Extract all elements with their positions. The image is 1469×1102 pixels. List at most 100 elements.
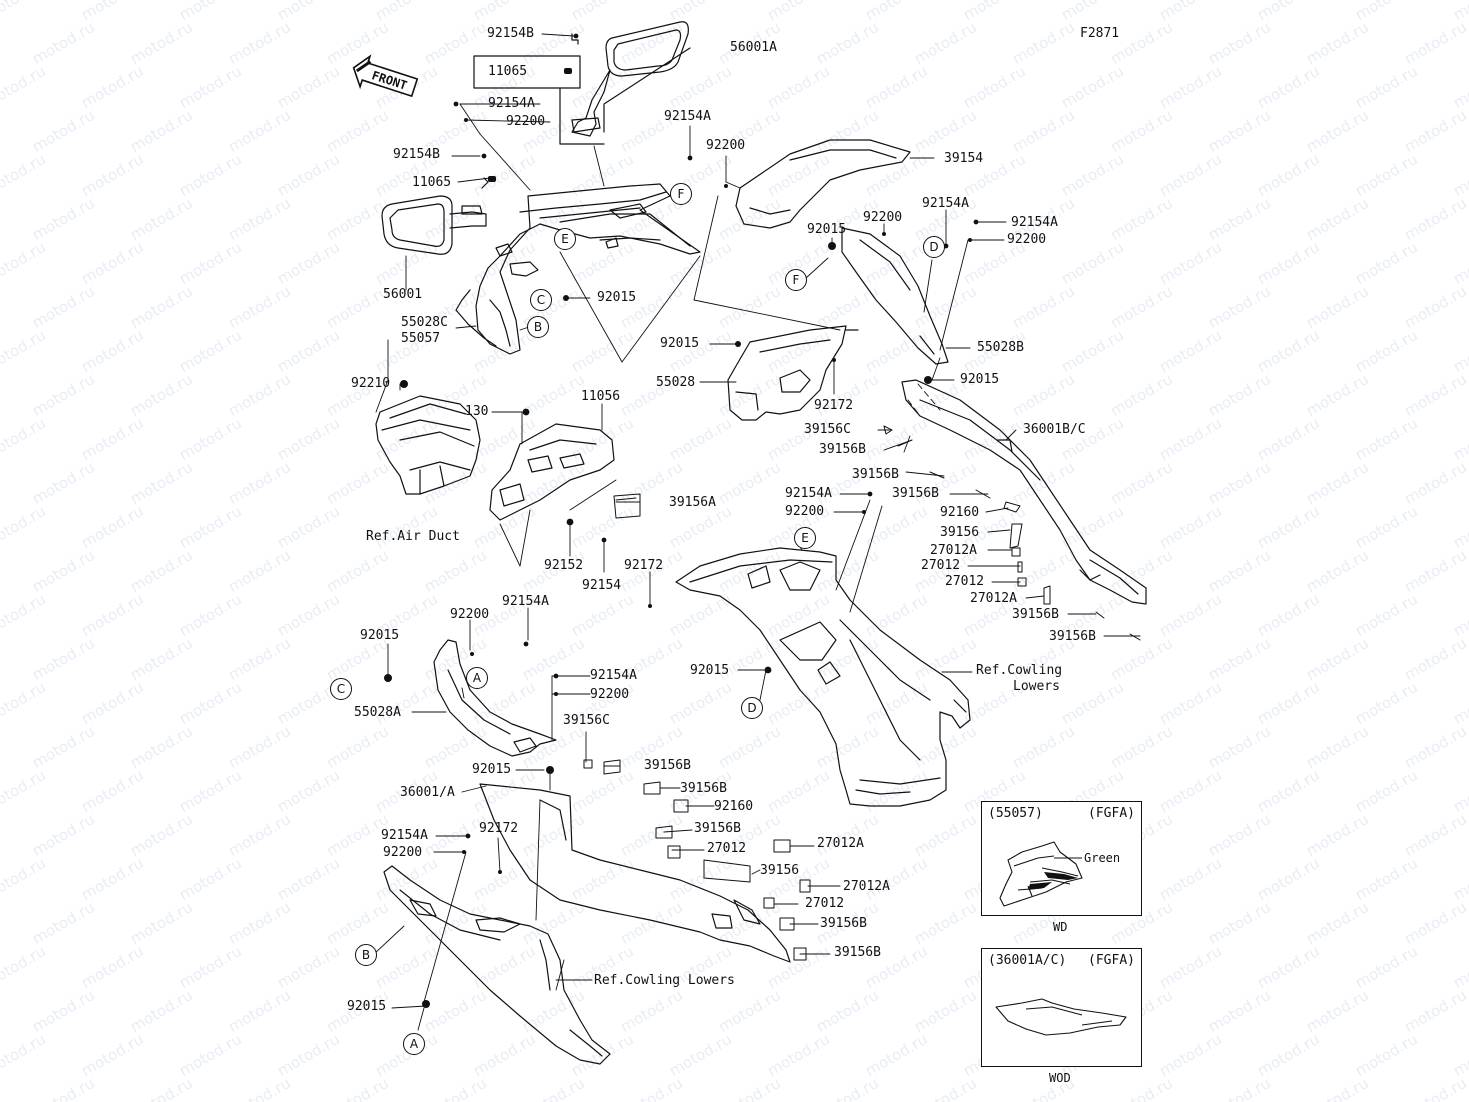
inset-36001ac-code: (36001A/C) [988, 953, 1067, 968]
part-label[interactable]: 36001/A [400, 785, 455, 800]
inset-55057-caption: WD [1053, 920, 1068, 934]
part-label[interactable]: 92154A [590, 668, 637, 683]
part-label[interactable]: 92160 [940, 505, 980, 520]
part-label[interactable]: 92160 [714, 799, 754, 814]
marker-f[interactable]: F [785, 269, 807, 291]
part-label[interactable]: 92200 [785, 504, 825, 519]
part-label[interactable]: 27012 [945, 574, 985, 589]
part-label[interactable]: 92200 [1007, 232, 1047, 247]
part-label[interactable]: 56001 [383, 287, 423, 302]
part-label[interactable]: 27012A [817, 836, 864, 851]
part-label[interactable]: 92152 [544, 558, 584, 573]
marker-b[interactable]: B [355, 944, 377, 966]
part-label[interactable]: 92015 [960, 372, 1000, 387]
part-label[interactable]: 39156B [680, 781, 727, 796]
part-label[interactable]: 39156C [563, 713, 610, 728]
part-label[interactable]: 11056 [581, 389, 621, 404]
part-label[interactable]: 92015 [347, 999, 387, 1014]
part-label[interactable]: 92154A [381, 828, 428, 843]
part-label[interactable]: 92154A [488, 96, 535, 111]
part-label[interactable]: 92200 [863, 210, 903, 225]
part-label[interactable]: 39156B [834, 945, 881, 960]
part-label[interactable]: 39156B [694, 821, 741, 836]
marker-b[interactable]: B [527, 316, 549, 338]
marker-d[interactable]: D [741, 697, 763, 719]
marker-a[interactable]: A [466, 667, 488, 689]
part-label[interactable]: 92200 [450, 607, 490, 622]
part-label[interactable]: 27012 [707, 841, 747, 856]
bracket-11056 [489, 423, 615, 521]
part-label[interactable]: 27012A [930, 543, 977, 558]
part-label[interactable]: 92154 [582, 578, 622, 593]
part-label[interactable]: 92015 [597, 290, 637, 305]
part-label[interactable]: 55057 [401, 331, 441, 346]
part-label[interactable]: 39156 [760, 863, 800, 878]
part-label[interactable]: 92154A [502, 594, 549, 609]
part-label[interactable]: 92154A [664, 109, 711, 124]
part-label[interactable]: 39156 [940, 525, 980, 540]
marker-a[interactable]: A [403, 1033, 425, 1055]
marker-f[interactable]: F [670, 183, 692, 205]
middle-fairing [675, 547, 971, 807]
part-label[interactable]: 92154A [785, 486, 832, 501]
mirror-56001 [381, 195, 453, 255]
part-label[interactable]: 27012 [805, 896, 845, 911]
part-label[interactable]: 92015 [690, 663, 730, 678]
part-label[interactable]: 92172 [814, 398, 854, 413]
part-label[interactable]: 39156B [644, 758, 691, 773]
part-label[interactable]: 92200 [383, 845, 423, 860]
ref-cowling-lowers-label[interactable]: Ref.Cowling Lowers [594, 973, 735, 988]
part-label[interactable]: 11065 [488, 64, 528, 79]
ref-cowling-lowers-label[interactable]: Lowers [1013, 679, 1060, 694]
marker-e[interactable]: E [794, 527, 816, 549]
inset-55057-variant: (FGFA) [1088, 806, 1135, 821]
part-label[interactable]: 55028 [656, 375, 696, 390]
part-label[interactable]: 92015 [660, 336, 700, 351]
part-label[interactable]: 39156B [1049, 629, 1096, 644]
front-direction-arrow: FRONT [352, 54, 419, 98]
marker-e[interactable]: E [554, 228, 576, 250]
part-label[interactable]: 92200 [506, 114, 546, 129]
part-label[interactable]: 39156C [804, 422, 851, 437]
part-label[interactable]: 55028A [354, 705, 401, 720]
part-label[interactable]: 55028C [401, 315, 448, 330]
part-label[interactable]: 39156B [820, 916, 867, 931]
part-label[interactable]: 55028B [977, 340, 1024, 355]
part-label[interactable]: 92015 [360, 628, 400, 643]
part-label[interactable]: 36001B/C [1023, 422, 1086, 437]
part-label[interactable]: 92210 [351, 376, 391, 391]
inset-36001ac-variant: (FGFA) [1088, 953, 1135, 968]
part-label[interactable]: 92154A [922, 196, 969, 211]
part-label[interactable]: 39156B [852, 467, 899, 482]
part-label[interactable]: 27012A [843, 879, 890, 894]
part-label[interactable]: 92200 [706, 138, 746, 153]
part-label[interactable]: 92200 [590, 687, 630, 702]
inset-55057-code: (55057) [988, 806, 1043, 821]
part-label[interactable]: 39156B [819, 442, 866, 457]
part-label[interactable]: 39154 [944, 151, 984, 166]
part-label[interactable]: 92015 [472, 762, 512, 777]
marker-c[interactable]: C [530, 289, 552, 311]
part-label[interactable]: 27012 [921, 558, 961, 573]
part-label[interactable]: 92154A [1011, 215, 1058, 230]
part-label[interactable]: 11065 [412, 175, 452, 190]
part-label[interactable]: 92154B [487, 26, 534, 41]
marker-d[interactable]: D [923, 236, 945, 258]
ref-cowling-lowers-label[interactable]: Ref.Cowling [976, 663, 1063, 678]
part-label[interactable]: 39156B [1012, 607, 1059, 622]
inset-36001ac: (36001A/C) (FGFA) [981, 948, 1142, 1067]
part-label[interactable]: 39156B [892, 486, 939, 501]
part-label[interactable]: 92015 [807, 222, 847, 237]
part-label[interactable]: 39156A [669, 495, 716, 510]
marker-c[interactable]: C [330, 678, 352, 700]
part-label[interactable]: 92154B [393, 147, 440, 162]
part-label[interactable]: 56001A [730, 40, 777, 55]
ref-air-duct-label[interactable]: Ref.Air Duct [366, 529, 460, 544]
part-label[interactable]: 92172 [479, 821, 519, 836]
part-label[interactable]: 92172 [624, 558, 664, 573]
upper-cowling [475, 183, 701, 355]
part-label[interactable]: 130 [465, 404, 489, 419]
part-label[interactable]: 27012A [970, 591, 1017, 606]
